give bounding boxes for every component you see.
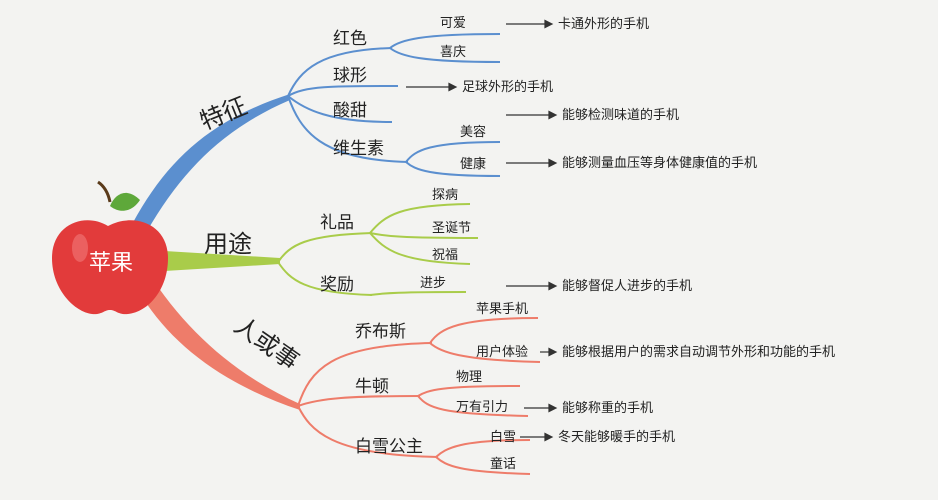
result-arrows [406, 19, 558, 442]
node-newton: 牛顿 [355, 377, 389, 397]
result-football-phone: 足球外形的手机 [462, 79, 553, 95]
result-adaptive-phone: 能够根据用户的需求自动调节外形和功能的手机 [562, 344, 835, 360]
node-reward: 奖励 [320, 275, 354, 295]
leaf-user-experience: 用户体验 [476, 344, 528, 360]
result-handwarmer-phone: 冬天能够暖手的手机 [558, 429, 675, 445]
node-vitamin: 维生素 [333, 139, 384, 159]
people-lines [297, 317, 541, 475]
branch-label-uses: 用途 [204, 230, 252, 258]
apple-icon [52, 180, 168, 315]
leaf-physics: 物理 [456, 370, 482, 385]
leaf-fairy-tale: 童话 [490, 456, 516, 472]
leaf-iphone: 苹果手机 [476, 302, 528, 317]
branch-uses [148, 250, 280, 272]
result-cartoon-phone: 卡通外形的手机 [558, 16, 649, 32]
result-weighing-phone: 能够称重的手机 [562, 400, 653, 416]
leaf-beauty: 美容 [460, 124, 486, 140]
root-label: 苹果 [89, 251, 133, 276]
feature-lines [287, 33, 501, 177]
leaf-snow: 白雪 [490, 429, 516, 445]
leaf-visit-sick: 探病 [432, 188, 458, 203]
leaf-christmas: 圣诞节 [432, 221, 471, 236]
leaf-cute: 可爱 [440, 16, 466, 31]
leaf-blessing: 祝福 [432, 248, 458, 263]
leaf-festive: 喜庆 [440, 45, 466, 60]
leaf-gravity: 万有引力 [456, 400, 508, 415]
node-gift: 礼品 [320, 213, 354, 233]
node-ball: 球形 [333, 66, 367, 86]
branch-label-people: 人或事 [229, 311, 304, 375]
node-jobs: 乔布斯 [355, 322, 406, 342]
leaf-progress: 进步 [420, 276, 446, 291]
uses-lines [277, 203, 479, 296]
node-snow-white: 白雪公主 [355, 437, 423, 457]
result-taste-phone: 能够检测味道的手机 [562, 107, 679, 123]
result-progress-phone: 能够督促人进步的手机 [562, 278, 692, 294]
node-red: 红色 [333, 29, 367, 49]
leaf-health: 健康 [460, 156, 486, 172]
node-sweet-sour: 酸甜 [333, 101, 367, 121]
result-health-phone: 能够测量血压等身体健康值的手机 [562, 155, 757, 171]
